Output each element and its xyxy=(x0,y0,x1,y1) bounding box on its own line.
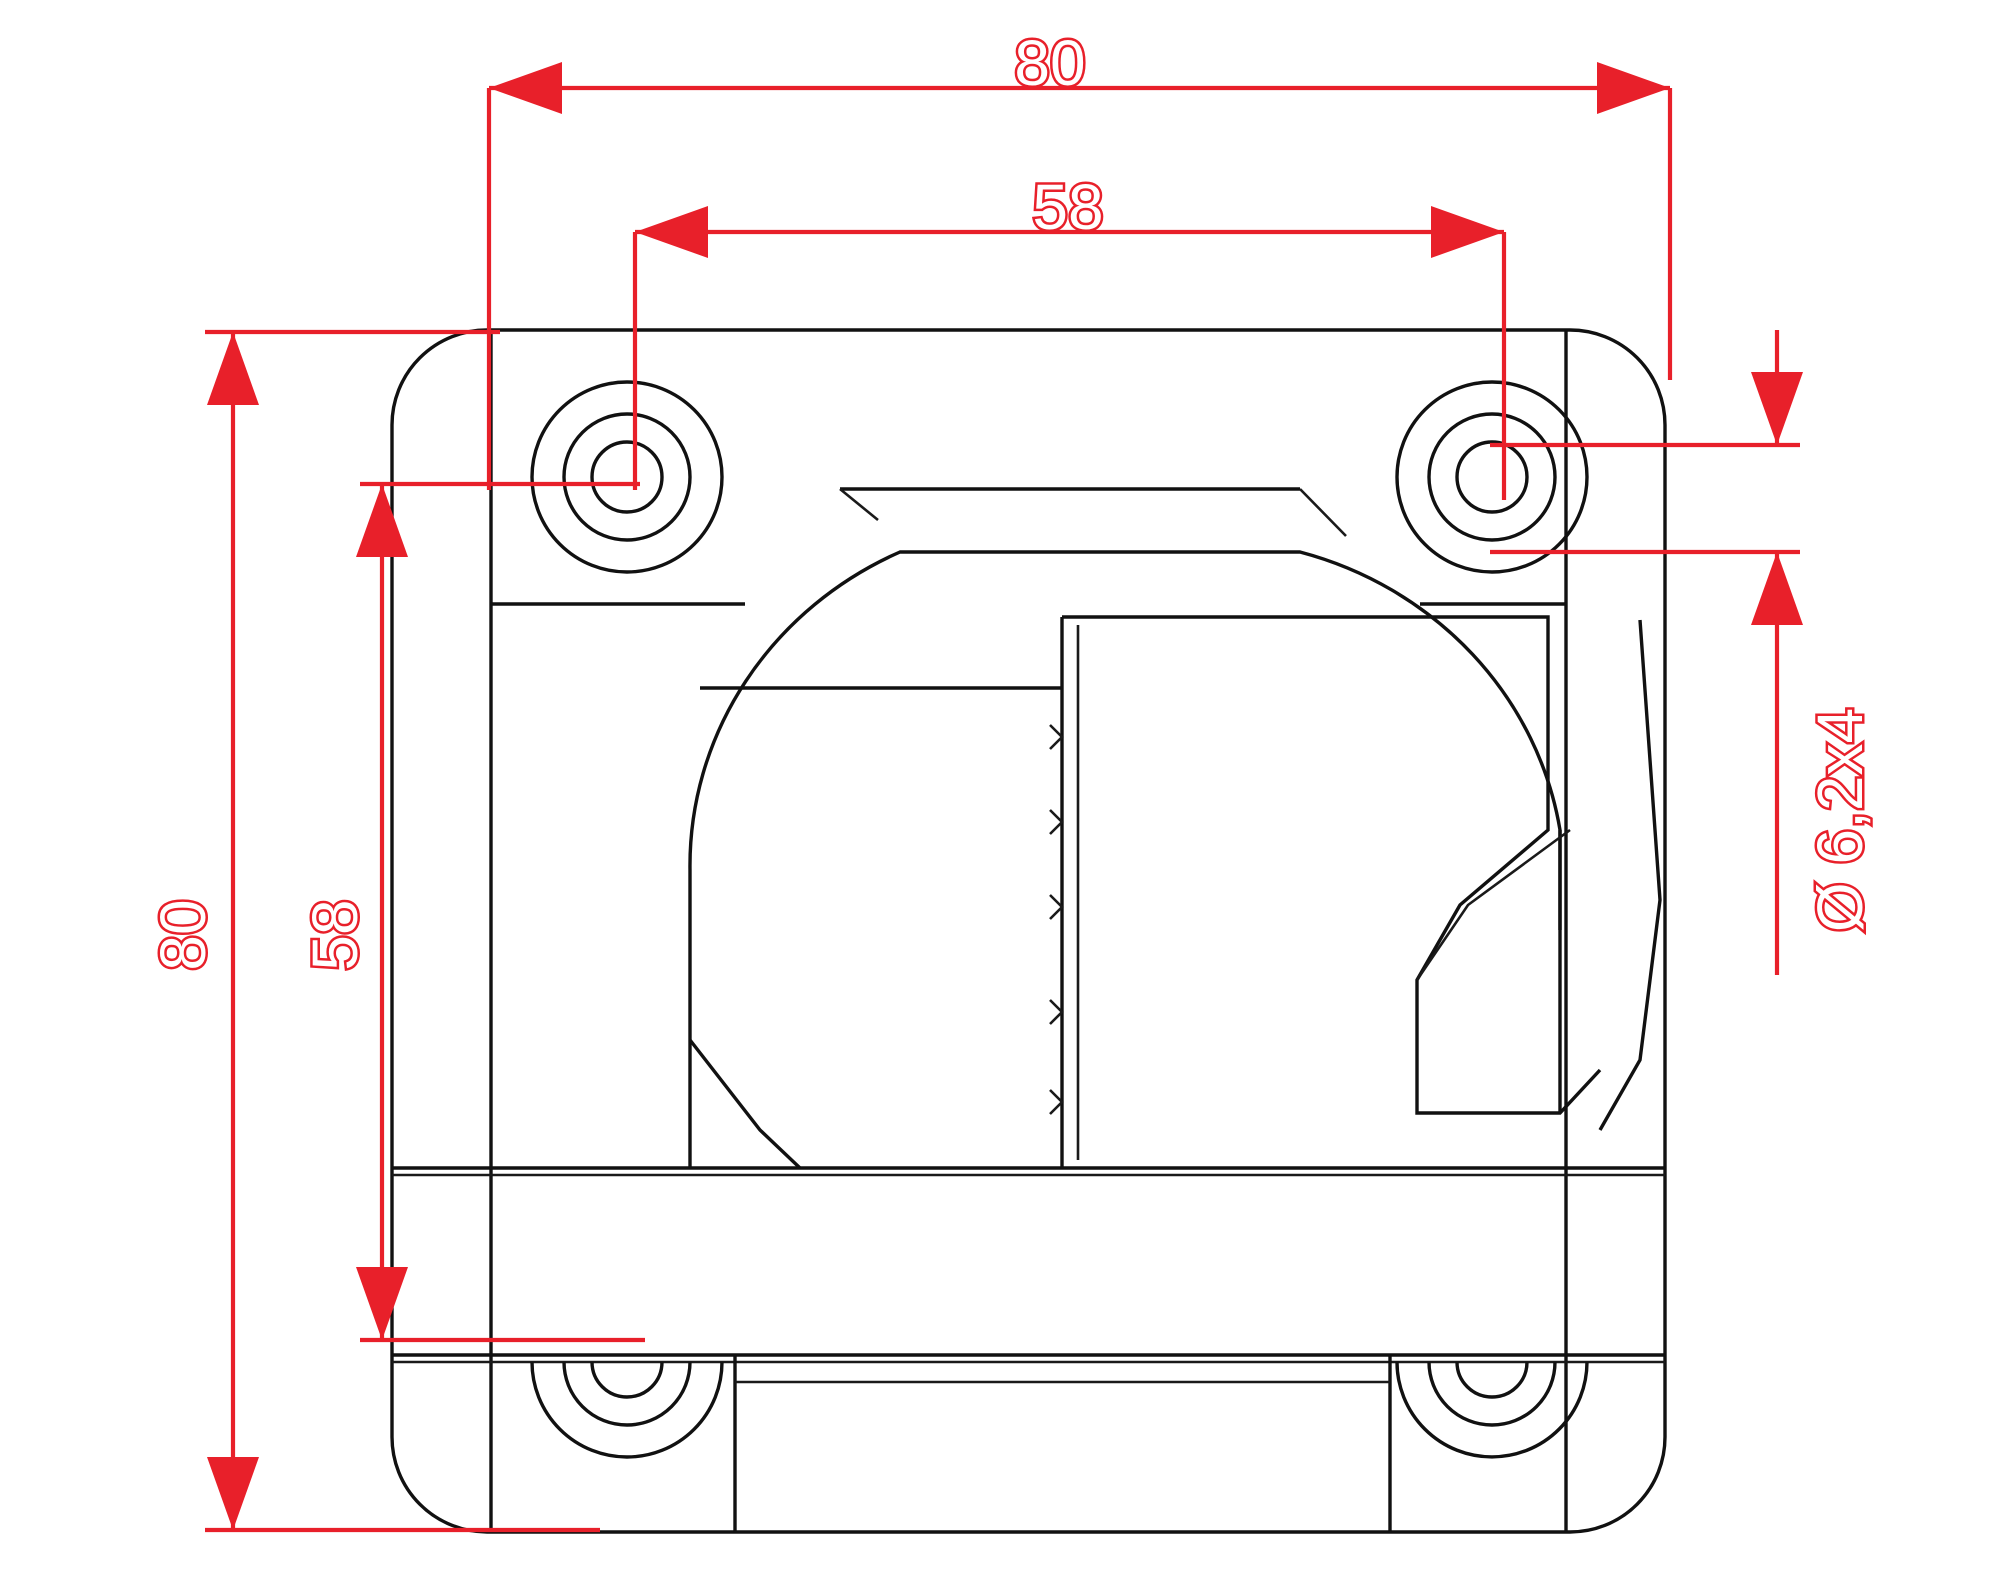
bottom-left-hole-arc xyxy=(590,1361,664,1399)
dim-text-left-hole-spacing: 58 xyxy=(299,899,371,970)
right-step-chamfer xyxy=(1415,828,1571,981)
right-outer-taper xyxy=(1598,619,1662,1131)
dim-arrow-top-80-left xyxy=(489,62,562,114)
bottom-left-boss-mid-arc xyxy=(562,1361,692,1427)
top-left-boss-outer-circle xyxy=(530,380,724,574)
bottom-right-boss-outer-arc xyxy=(1395,1361,1589,1459)
central-module-outline xyxy=(1062,615,1602,1115)
dim-arrow-left-80-top xyxy=(207,332,259,405)
dim-text-left-overall: 80 xyxy=(147,899,219,970)
dim-text-top-overall: 80 xyxy=(1014,27,1085,99)
bottom-right-hole-arc xyxy=(1455,1361,1529,1399)
top-left-mounting-hole xyxy=(590,440,664,514)
central-dome-outline xyxy=(688,550,1562,1168)
top-right-boss-outer-circle xyxy=(1395,380,1589,574)
dim-text-hole-callout: Ø 6,2x4 xyxy=(1804,708,1876,932)
dome-top-rail-right-join xyxy=(1299,488,1347,537)
dim-arrow-top-58-left xyxy=(635,206,708,258)
bottom-left-boss-outer-arc xyxy=(530,1361,724,1459)
dome-top-rail-left-join xyxy=(839,487,879,522)
module-connector-tabs xyxy=(1049,724,1064,1115)
module-tab-5 xyxy=(1049,1089,1064,1115)
dome-left-lower-taper xyxy=(688,1038,802,1170)
dim-text-top-hole-spacing: 58 xyxy=(1032,171,1103,243)
dim-arrow-left-58-top xyxy=(356,484,408,557)
outer-body-outline xyxy=(390,328,1667,1534)
top-right-mounting-hole xyxy=(1455,440,1529,514)
part-geometry xyxy=(390,328,1667,1534)
top-right-boss-mid-circle xyxy=(1427,412,1557,542)
dim-arrow-top-58-right xyxy=(1431,206,1504,258)
module-tab-1 xyxy=(1049,724,1064,750)
dim-arrow-hole-callout-top xyxy=(1751,372,1803,445)
dim-arrow-top-80-right xyxy=(1597,62,1670,114)
module-tab-3 xyxy=(1049,894,1064,920)
dim-arrow-left-80-bottom xyxy=(207,1457,259,1530)
top-left-boss-mid-circle xyxy=(562,412,692,542)
dim-arrow-left-58-bottom xyxy=(356,1267,408,1340)
dimension-annotations: 80 58 80 58 Ø 6,2x4 xyxy=(144,24,1878,1533)
module-tab-2 xyxy=(1049,809,1064,835)
bottom-right-boss-mid-arc xyxy=(1427,1361,1557,1427)
dim-arrow-hole-callout-bottom xyxy=(1751,552,1803,625)
module-tab-4 xyxy=(1049,999,1064,1025)
